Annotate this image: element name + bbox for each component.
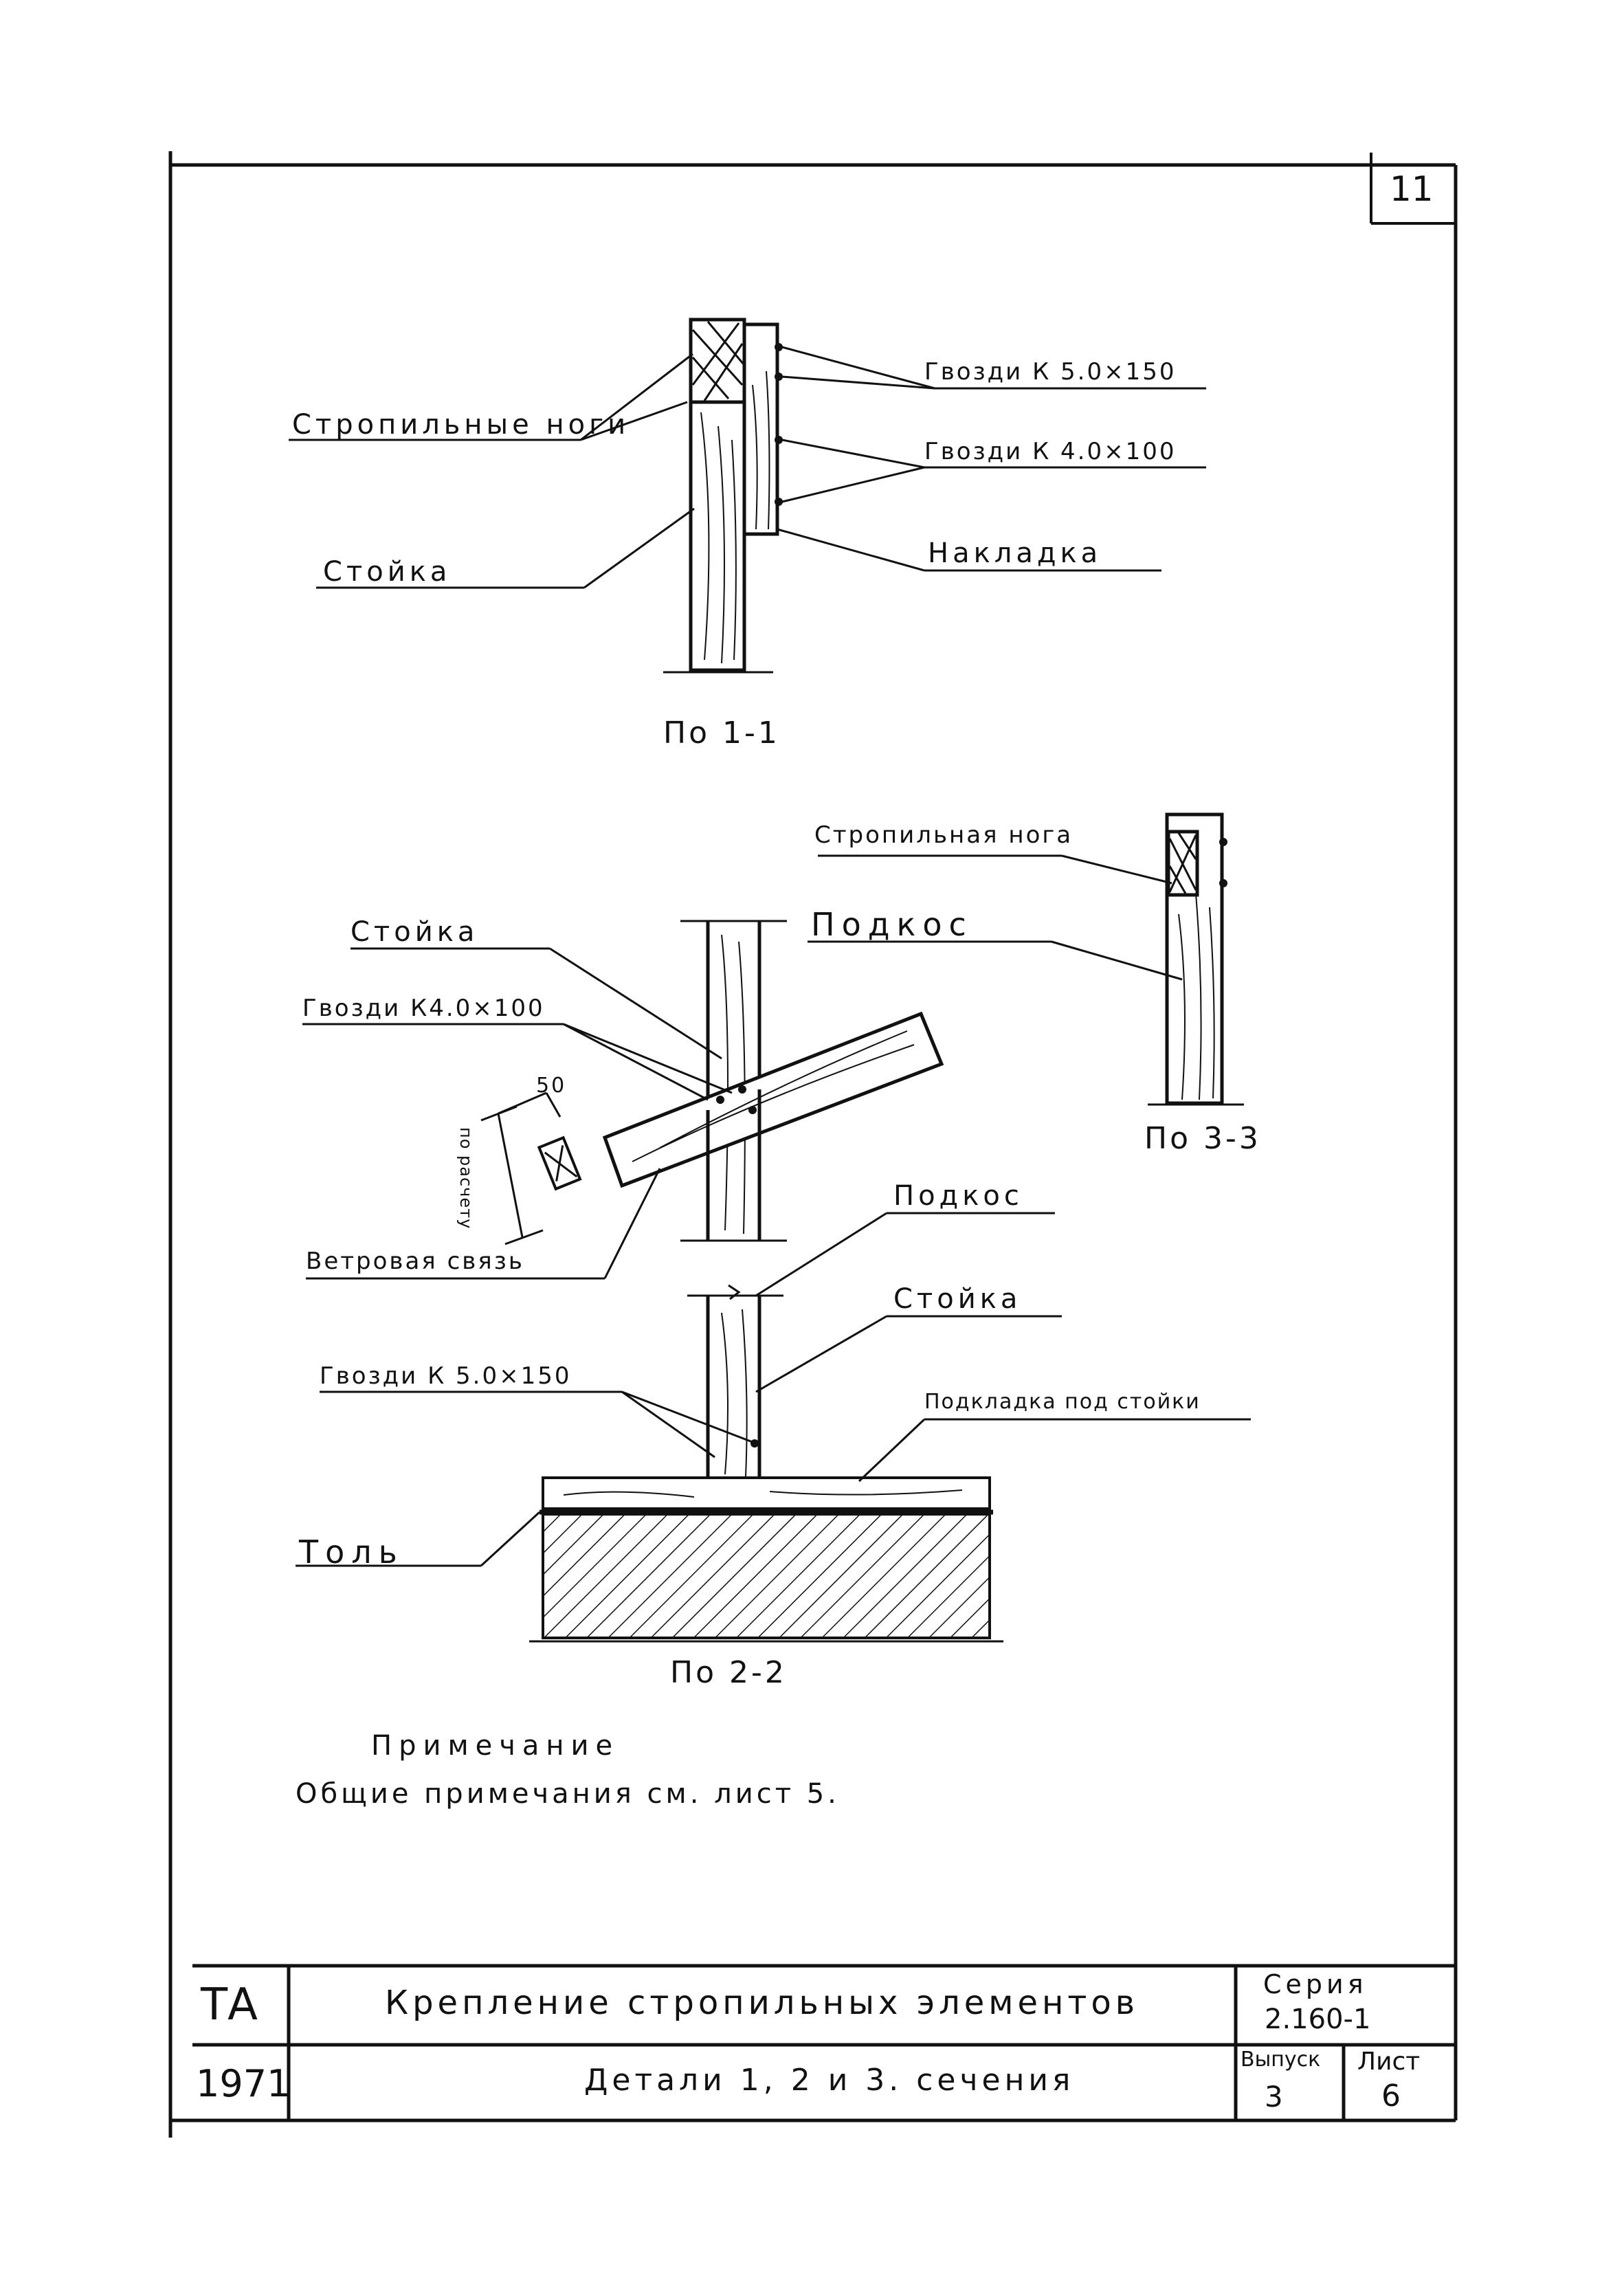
title-block-series-label: Серия <box>1263 1969 1368 1999</box>
label-wind-brace: Ветровая связь <box>306 1248 524 1275</box>
label-nails-small-1-1: Гвозди К 4.0×100 <box>924 438 1177 465</box>
rafter-sections-1-1 <box>689 318 746 404</box>
label-dim-50: 50 <box>536 1074 567 1098</box>
dimension-lines <box>480 1091 561 1245</box>
label-pad: Подкладка под стойки <box>924 1390 1201 1414</box>
post-1-1 <box>689 318 746 672</box>
leaders-2-2 <box>296 947 1251 1567</box>
caption-section-2-2: По 2-2 <box>670 1655 787 1690</box>
nail-heads-1-1 <box>775 343 783 506</box>
title-block-year: 1971 <box>196 2062 291 2105</box>
label-nails-large-2-2: Гвозди К 5.0×150 <box>320 1362 572 1390</box>
brace-section-3-3 <box>1165 812 1224 1105</box>
title-block-sheet-value: 6 <box>1381 2078 1401 2114</box>
label-nails-small-2-2: Гвозди К4.0×100 <box>302 995 545 1022</box>
title-block-subtitle: Детали 1, 2 и 3. сечения <box>584 2063 1075 2098</box>
post-lower-2-2 <box>706 1296 761 1478</box>
foundation-block <box>542 1513 991 1639</box>
note-title: Примечание <box>371 1730 620 1762</box>
label-post-2-2: Стойка <box>893 1283 1022 1315</box>
rafter-section-3-3 <box>1166 830 1199 897</box>
section-2-2 <box>296 920 1251 1643</box>
leaders-3-3 <box>808 854 1183 981</box>
title-block-sheet-label: Лист <box>1357 2048 1421 2076</box>
wind-brace <box>602 1011 944 1188</box>
leaders-1-1 <box>289 346 1206 589</box>
label-rafter-3-3: Стропильная нога <box>814 821 1074 849</box>
label-brace-2-2: Подкос <box>893 1180 1023 1212</box>
title-block-grid <box>192 1964 1456 2120</box>
label-nails-large-1-1: Гвозди К 5.0×150 <box>924 358 1177 386</box>
section-3-3 <box>808 812 1244 1106</box>
brace-cross-section <box>537 1135 582 1191</box>
title-block-issue-value: 3 <box>1265 2080 1283 2114</box>
sheet-number-box <box>1370 153 1456 225</box>
label-brace-3-3: Подкос <box>811 906 973 943</box>
label-post-1-1: Стойка <box>323 556 452 588</box>
label-rafters: Стропильные ноги <box>292 409 630 441</box>
title-block-issue-label: Выпуск <box>1241 2048 1321 2072</box>
caption-section-3-3: По 3-3 <box>1144 1121 1261 1156</box>
caption-section-1-1: По 1-1 <box>663 716 780 751</box>
label-dim-calc: по расчету <box>456 1127 476 1230</box>
sheet-frame <box>168 151 1458 2138</box>
nail-heads-2-2-top <box>716 1085 757 1114</box>
title-block-org: ТА <box>201 1980 258 2030</box>
pad-under-post <box>542 1476 991 1510</box>
label-overlay: Накладка <box>928 537 1102 569</box>
title-block-series-value: 2.160-1 <box>1265 2004 1371 2035</box>
note-text: Общие примечания см. лист 5. <box>296 1778 840 1810</box>
label-roofing-felt: Толь <box>299 1533 404 1571</box>
sheet-number: 11 <box>1390 169 1434 209</box>
label-post-top-2-2: Стойка <box>351 916 479 948</box>
section-1-1 <box>289 318 1206 674</box>
title-block-title: Крепление стропильных элементов <box>385 1984 1139 2022</box>
overlay-plate <box>742 322 779 536</box>
